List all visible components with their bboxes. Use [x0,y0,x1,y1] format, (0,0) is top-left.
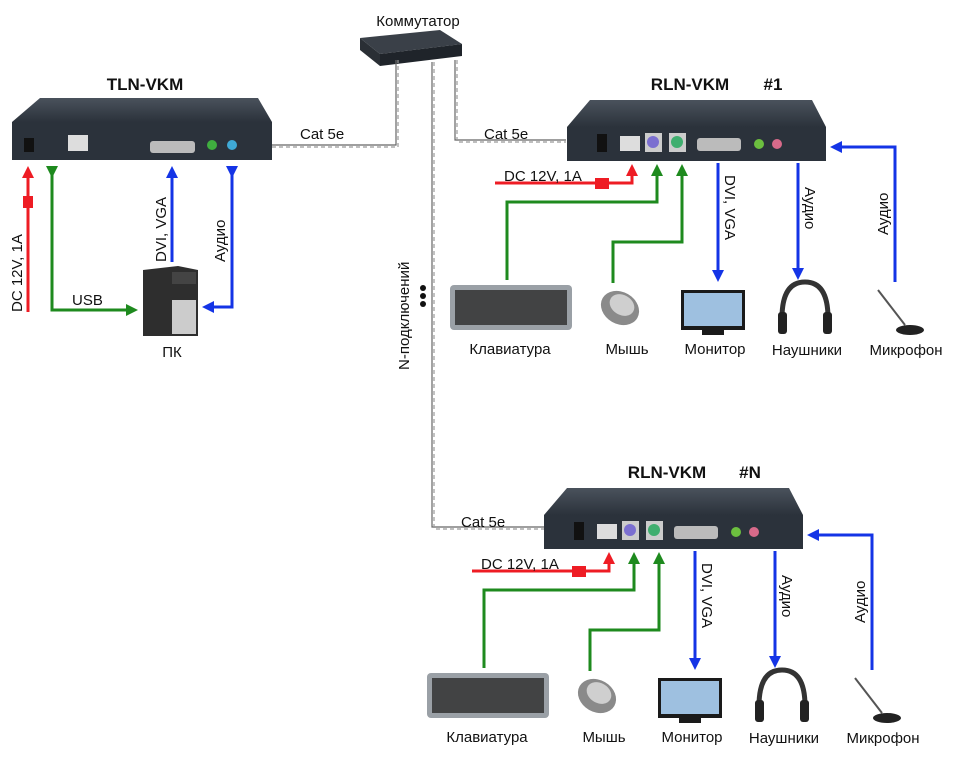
transmitter-title: TLN-VKM [107,75,183,94]
receiver-number: #N [739,463,761,482]
switch-label: Коммутатор [376,13,459,30]
transmitter: TLN-VKM DC 12V, 1A USB DVI, VGA Аудио ПК [9,75,272,361]
headphones-icon [755,667,809,722]
receiver-power-label: DC 12V, 1A [481,556,559,573]
connections-count-label: N-подключений [396,262,413,370]
receiver-title: RLN-VKM [628,463,706,482]
monitor-icon [681,290,745,335]
receiver-mic-audio-label: Аудио [875,193,892,235]
network-switch-icon [360,30,462,66]
device-label-keyboard: Клавиатура [469,341,551,358]
receiver-mic-audio-label: Аудио [852,581,869,623]
mouse-icon [577,678,617,714]
device-label-keyboard: Клавиатура [446,729,528,746]
pc-tower-icon [143,266,198,336]
device-label-mouse: Мышь [605,341,648,358]
headphones-icon [778,279,832,334]
cables: Cat 5e [272,60,566,530]
cat5e-label: Cat 5e [300,126,344,143]
transmitter-device-icon [12,98,272,160]
receiver-video-label: DVI, VGA [721,175,738,240]
receiver-device-icon [544,488,803,549]
tx-power-label: DC 12V, 1A [9,234,26,312]
receiver-headphones-audio-label: Аудио [801,187,818,229]
monitor-icon [658,678,722,723]
keyboard-icon [450,285,572,330]
receiver-power-label: DC 12V, 1A [504,168,582,185]
device-label-microphone: Микрофон [846,730,919,747]
microphone-icon [877,289,924,335]
receiver-headphones-audio-label: Аудио [778,575,795,617]
keyboard-icon [427,673,549,718]
device-label-headphones: Наушники [749,730,819,747]
pc-label: ПК [162,344,182,361]
device-label-monitor: Монитор [661,729,722,746]
tx-audio-label: Аудио [212,220,229,262]
network-switch: Коммутатор [360,13,462,66]
receiver-video-label: DVI, VGA [698,563,715,628]
mouse-icon [600,290,640,326]
receiver-cable-label: Cat 5e [461,514,505,531]
receiver-cable-label: Cat 5e [484,126,528,143]
tx-usb-label: USB [72,292,103,309]
device-label-headphones: Наушники [772,342,842,359]
receiver: RLN-VKM #N Cat 5e DC 12V, 1A DVI, VGA Ау… [427,463,920,747]
ellipsis-dots-icon [420,285,426,307]
receiver-device-icon [567,100,826,161]
device-label-mouse: Мышь [582,729,625,746]
device-label-monitor: Монитор [684,341,745,358]
receiver-title: RLN-VKM [651,75,729,94]
receiver-number: #1 [764,75,783,94]
microphone-icon [854,677,901,723]
fuse-icon [23,196,33,208]
receiver: RLN-VKM #1 Cat 5e DC 12V, 1A DVI, VGA Ау… [450,75,943,359]
tx-video-label: DVI, VGA [153,197,170,262]
device-label-microphone: Микрофон [869,342,942,359]
fuse-icon [595,178,609,189]
fuse-icon [572,566,586,577]
